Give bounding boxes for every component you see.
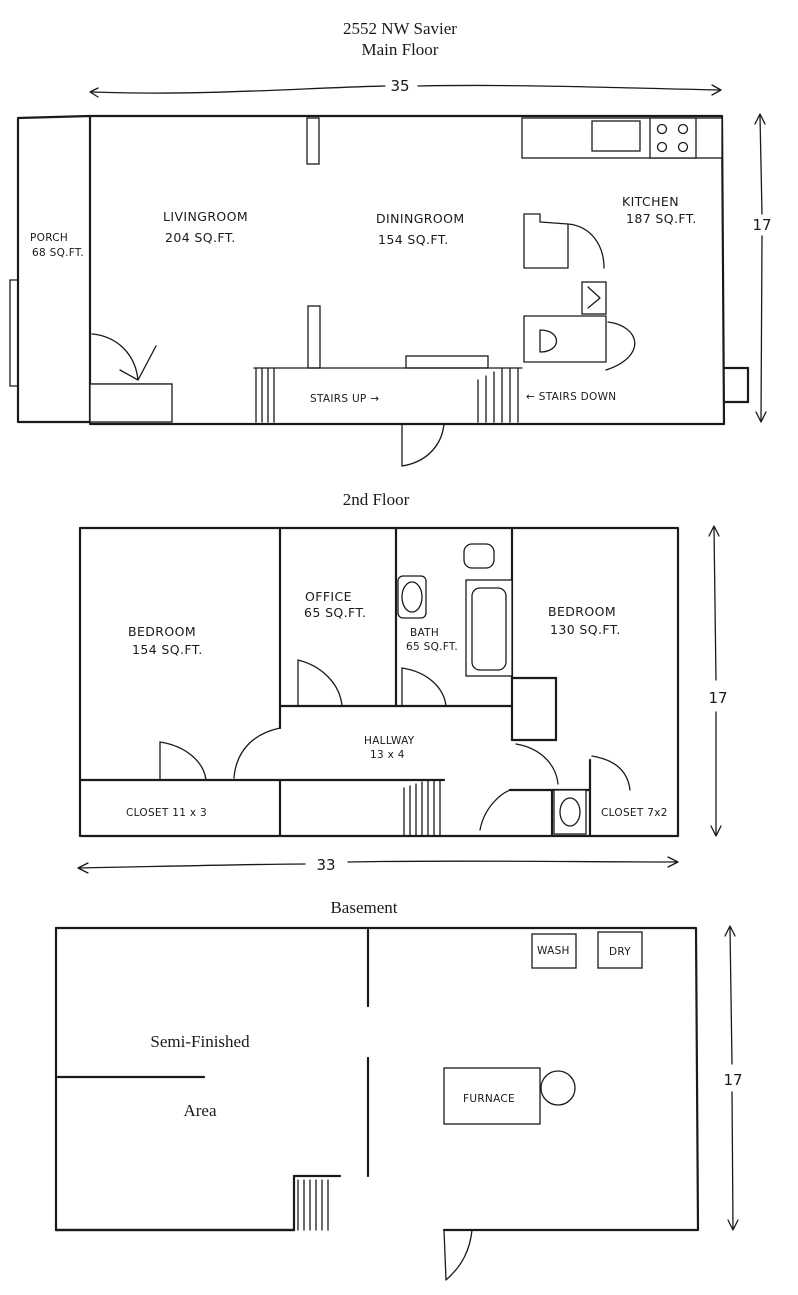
main-floor-plan: 35 17 PORCH 68 SQ.FT. LIVINGROOM — [9, 77, 772, 467]
svg-text:35: 35 — [390, 77, 409, 95]
bath-label: BATH — [410, 627, 439, 639]
semi-finished-label: Semi-Finished — [150, 1032, 250, 1051]
main-depth-dimension: 17 — [752, 113, 772, 423]
hallway-area: 13 x 4 — [370, 749, 405, 761]
hallway-label: HALLWAY — [364, 735, 415, 747]
bedroom2-label: BEDROOM — [548, 604, 616, 619]
bedroom2-area: 130 SQ.FT. — [550, 622, 621, 637]
main-stairs — [253, 367, 523, 423]
livingroom-label: LIVINGROOM — [163, 209, 248, 224]
office-area: 65 SQ.FT. — [304, 605, 366, 620]
furnace-label: FURNACE — [463, 1093, 515, 1105]
svg-text:17: 17 — [723, 1071, 742, 1089]
svg-text:17: 17 — [708, 689, 727, 707]
address-title: 2552 NW Savier — [343, 19, 457, 38]
porch-outline — [16, 114, 92, 424]
basement-plan: 17 WASH DRY FURNACE Semi-Finished Area — [54, 925, 743, 1281]
porch-area: 68 SQ.FT. — [32, 247, 84, 259]
kitchen-area: 187 SQ.FT. — [626, 211, 697, 226]
main-width-dimension: 35 — [89, 77, 722, 98]
svg-text:17: 17 — [752, 216, 771, 234]
stairs-up-label: STAIRS UP → — [310, 393, 379, 405]
diningroom-area: 154 SQ.FT. — [378, 232, 449, 247]
dry-label: DRY — [609, 946, 631, 958]
porch-label: PORCH — [30, 232, 68, 244]
bedroom1-label: BEDROOM — [128, 624, 196, 639]
office-label: OFFICE — [305, 589, 352, 604]
second-floor-plan: 17 33 — [77, 525, 728, 874]
closet1-label: CLOSET 11 x 3 — [126, 807, 207, 819]
basement-depth-dimension: 17 — [723, 925, 743, 1231]
second-floor-title: 2nd Floor — [343, 490, 410, 509]
second-floor-outline — [78, 526, 680, 838]
diningroom-label: DININGROOM — [376, 211, 465, 226]
stairs-down-label: ← STAIRS DOWN — [526, 391, 616, 403]
closet2-label: CLOSET 7x2 — [601, 807, 668, 819]
area-label: Area — [183, 1101, 216, 1120]
wash-label: WASH — [537, 945, 570, 957]
livingroom-area: 204 SQ.FT. — [165, 230, 236, 245]
main-floor-title: Main Floor — [362, 40, 439, 59]
second-width-dimension: 33 — [77, 856, 679, 874]
basement-outline — [54, 926, 700, 1232]
bedroom1-area: 154 SQ.FT. — [132, 642, 203, 657]
svg-text:33: 33 — [316, 856, 335, 874]
basement-title: Basement — [330, 898, 397, 917]
main-floor-outline — [88, 114, 726, 426]
second-depth-dimension: 17 — [708, 525, 728, 837]
kitchen-label: KITCHEN — [622, 194, 679, 209]
bath-area: 65 SQ.FT. — [406, 641, 458, 653]
